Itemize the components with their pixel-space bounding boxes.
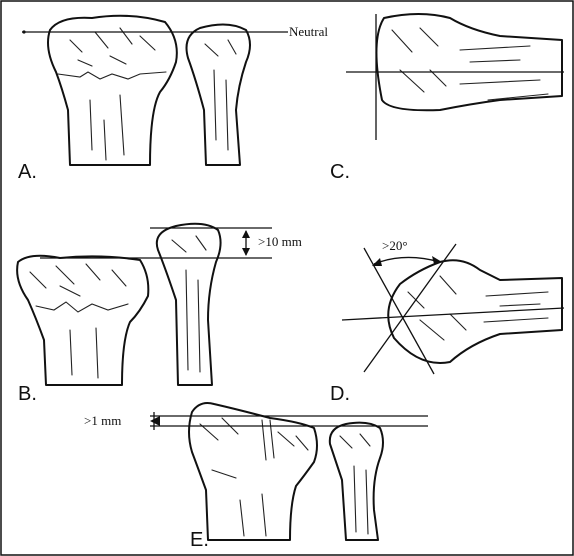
panel-b: >10 mm B. — [17, 224, 302, 405]
panel-b-arrow-head-down — [242, 248, 250, 256]
panel-a-label: A. — [18, 161, 37, 183]
panel-b-radius — [17, 256, 148, 385]
panel-a-ulna — [187, 24, 251, 165]
panel-e-label: E. — [190, 529, 209, 551]
panel-b-ulna — [157, 224, 221, 385]
panel-e-arrow-head — [150, 416, 160, 426]
panel-b-arrow-head-up — [242, 230, 250, 238]
panel-e-ulna — [330, 423, 383, 540]
panel-e-step-label: >1 mm — [84, 413, 121, 428]
panel-d: >20° D. — [330, 238, 564, 405]
panel-e-radius — [189, 403, 317, 540]
panel-a: Neutral A. — [18, 16, 328, 183]
panel-a-radius — [48, 16, 177, 165]
panel-b-label: B. — [18, 383, 37, 405]
panel-a-neutral-label: Neutral — [289, 24, 328, 39]
panel-d-label: D. — [330, 383, 350, 405]
panel-d-radius-lateral — [388, 260, 562, 363]
panel-d-angle-arc — [374, 257, 440, 264]
panel-c: C. — [330, 14, 564, 183]
panel-c-label: C. — [330, 161, 350, 183]
panel-a-line-dot — [22, 30, 25, 33]
panel-e: >1 mm E. — [84, 403, 428, 551]
panel-d-angle-label: >20° — [382, 238, 408, 253]
panel-d-arc-head-left — [372, 258, 382, 266]
panel-b-shortening-label: >10 mm — [258, 234, 302, 249]
